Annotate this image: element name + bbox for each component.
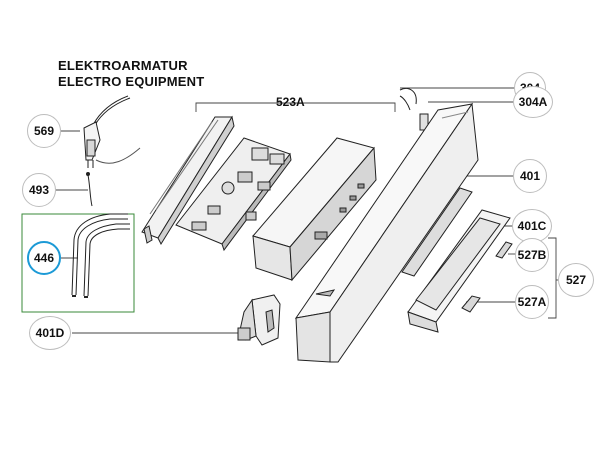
part-401c-panel bbox=[407, 209, 511, 333]
part-569-power-plug bbox=[83, 95, 141, 168]
part-304-cable bbox=[399, 88, 417, 111]
part-523a-circuit-board bbox=[175, 137, 292, 252]
callout-493: 493 bbox=[22, 173, 56, 207]
part-401d-bracket bbox=[237, 294, 281, 346]
part-446-highlight-box bbox=[21, 213, 135, 313]
label-523a: 523A bbox=[276, 95, 305, 109]
part-493-wire bbox=[86, 172, 93, 207]
part-401-front-cover bbox=[294, 102, 479, 363]
callout-401: 401 bbox=[513, 159, 547, 193]
callout-401d: 401D bbox=[29, 316, 71, 350]
callout-527a: 527A bbox=[515, 285, 549, 319]
part-446-cable bbox=[71, 213, 130, 298]
callout-527b: 527B bbox=[515, 238, 549, 272]
callout-401c: 401C bbox=[512, 209, 552, 243]
callout-304a: 304A bbox=[513, 86, 553, 118]
diagram-title-english: ELECTRO EQUIPMENT bbox=[58, 74, 205, 89]
part-523a-display-module bbox=[252, 137, 377, 282]
callout-446: 446 bbox=[27, 241, 61, 275]
part-527b-cap bbox=[495, 241, 513, 259]
part-527a-cap bbox=[461, 295, 481, 313]
diagram-title-german: ELEKTROARMATUR bbox=[58, 58, 188, 73]
callout-569: 569 bbox=[27, 114, 61, 148]
callout-527: 527 bbox=[558, 263, 594, 297]
part-523a-control-rail bbox=[141, 115, 235, 246]
